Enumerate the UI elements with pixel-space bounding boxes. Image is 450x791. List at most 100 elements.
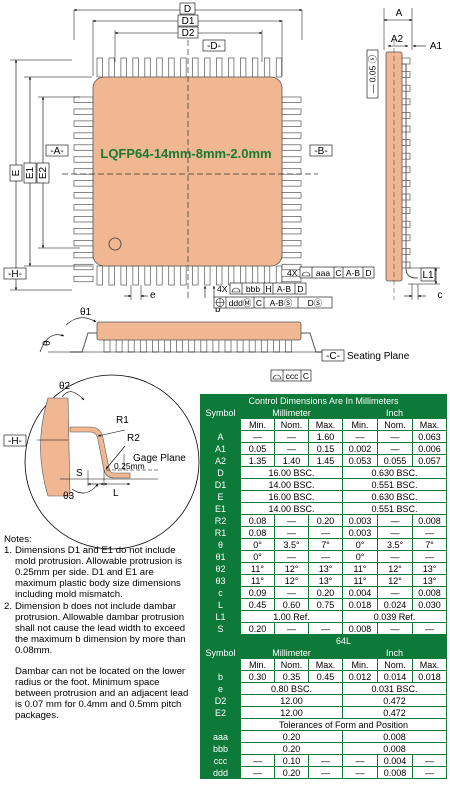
lead xyxy=(152,339,159,353)
symbol-cell: D xyxy=(200,466,241,479)
table-cell: — xyxy=(308,754,343,767)
symbol-cell: L xyxy=(200,598,241,611)
table-cell: — xyxy=(274,430,309,443)
table-cell: 11° xyxy=(240,574,275,587)
datum-C: -C- xyxy=(326,351,340,362)
note-2-extra: Dambar can not be located on the lower r… xyxy=(15,666,189,722)
profile-tolerance: — 0.05 ⓢ xyxy=(368,54,378,93)
package-label: LQFP64-14mm-8mm-2.0mm xyxy=(100,146,271,161)
table-cell: 0.053 xyxy=(342,454,378,467)
fcf-ddd: dddⓂ C A-BⓈ DⓈ xyxy=(213,296,333,309)
symbol-cell: A2 xyxy=(200,454,241,467)
symbol-cell: b xyxy=(200,670,241,683)
dim-E2: E2 xyxy=(38,166,49,179)
lead xyxy=(144,265,151,286)
lead xyxy=(252,265,259,286)
table-cell: 16.00 BSC. xyxy=(240,466,343,479)
lead xyxy=(401,57,411,65)
table-cell: 0.008 xyxy=(342,730,447,743)
symbol-cell: D2 xyxy=(200,694,241,707)
table-cell: 12° xyxy=(274,562,309,575)
table-cell: 0.75 xyxy=(308,598,343,611)
table-cell: — xyxy=(342,754,378,767)
lead xyxy=(204,57,211,78)
lead xyxy=(275,57,283,78)
table-cell: 0.45 xyxy=(308,670,343,683)
lead xyxy=(120,265,127,286)
table-cell: — xyxy=(412,754,447,767)
table-cell: 0.057 xyxy=(412,454,447,467)
symbol-cell: S xyxy=(200,622,241,635)
lead xyxy=(108,57,115,78)
svg-text:ccc: ccc xyxy=(286,371,300,381)
symbol-cell: θ2 xyxy=(200,562,241,575)
symbol-cell: R2 xyxy=(200,514,241,527)
lead xyxy=(73,240,94,247)
column-header: Min. xyxy=(342,418,378,431)
table-cell: 0.008 xyxy=(342,622,378,635)
symbol-cell: θ1 xyxy=(200,550,241,563)
table-cell: — xyxy=(274,622,309,635)
table-cell: 0.09 xyxy=(240,586,275,599)
lead xyxy=(192,265,199,286)
lead xyxy=(73,180,94,187)
symbol-cell: E1 xyxy=(200,502,241,515)
symbol-cell: A xyxy=(200,430,241,443)
table-cell: 0.08 xyxy=(240,526,275,539)
column-header: Nom. xyxy=(274,418,309,431)
mm-header: Millimeter xyxy=(240,406,343,419)
inch-header: Inch xyxy=(342,646,447,659)
note-1: 1. Dimensions D1 and E1 do not include m… xyxy=(4,545,196,600)
table-cell: — xyxy=(240,766,275,779)
table-cell: 0.003 xyxy=(342,514,378,527)
table-cell: 0.008 xyxy=(412,514,447,527)
datum-H: -H- xyxy=(8,436,22,447)
table-cell: 1.45 xyxy=(308,454,343,467)
table-cell: 0.630 BSC. xyxy=(342,466,447,479)
dim-L: L xyxy=(113,488,119,499)
table-cell: 0.024 xyxy=(377,598,413,611)
table-cell: 0.008 xyxy=(412,586,447,599)
table-cell: 1.35 xyxy=(240,454,275,467)
symbol-header: Symbol xyxy=(200,406,241,419)
dim-E1: E1 xyxy=(25,166,36,179)
lead xyxy=(224,339,232,353)
svg-text:A-B: A-B xyxy=(346,268,361,278)
dim-e: e xyxy=(150,290,156,301)
lead xyxy=(132,57,139,78)
table-cell: 0.055 xyxy=(377,454,413,467)
table-cell xyxy=(200,634,241,647)
symbol-cell: A1 xyxy=(200,442,241,455)
symbol-cell: θ xyxy=(200,538,241,551)
table-cell: — xyxy=(412,622,447,635)
svg-text:4X: 4X xyxy=(287,268,298,278)
table-cell: 0.008 xyxy=(342,742,447,755)
symbol-cell: R1 xyxy=(200,526,241,539)
lead xyxy=(73,108,94,115)
table-cell: — xyxy=(377,430,413,443)
table-title: Control Dimensions Are In Millimeters xyxy=(200,394,447,407)
table-cell: 0.039 Ref. xyxy=(342,610,447,623)
table-cell: — xyxy=(377,514,413,527)
lead xyxy=(248,339,256,353)
table-cell: 0.018 xyxy=(412,670,447,683)
lead xyxy=(252,57,259,78)
table-cell: 0.05 xyxy=(240,442,275,455)
svg-text:D: D xyxy=(297,284,303,294)
column-header: Max. xyxy=(308,658,343,671)
lead xyxy=(281,156,302,163)
dim-R2: R2 xyxy=(127,433,140,444)
lead xyxy=(108,265,115,286)
column-header: Min. xyxy=(240,418,275,431)
gage-plane-label: Gage Plane xyxy=(133,453,186,464)
lead xyxy=(180,57,187,78)
lead xyxy=(281,96,302,103)
svg-text:C: C xyxy=(256,298,262,308)
table-cell: 0° xyxy=(342,538,378,551)
lead xyxy=(168,57,175,78)
